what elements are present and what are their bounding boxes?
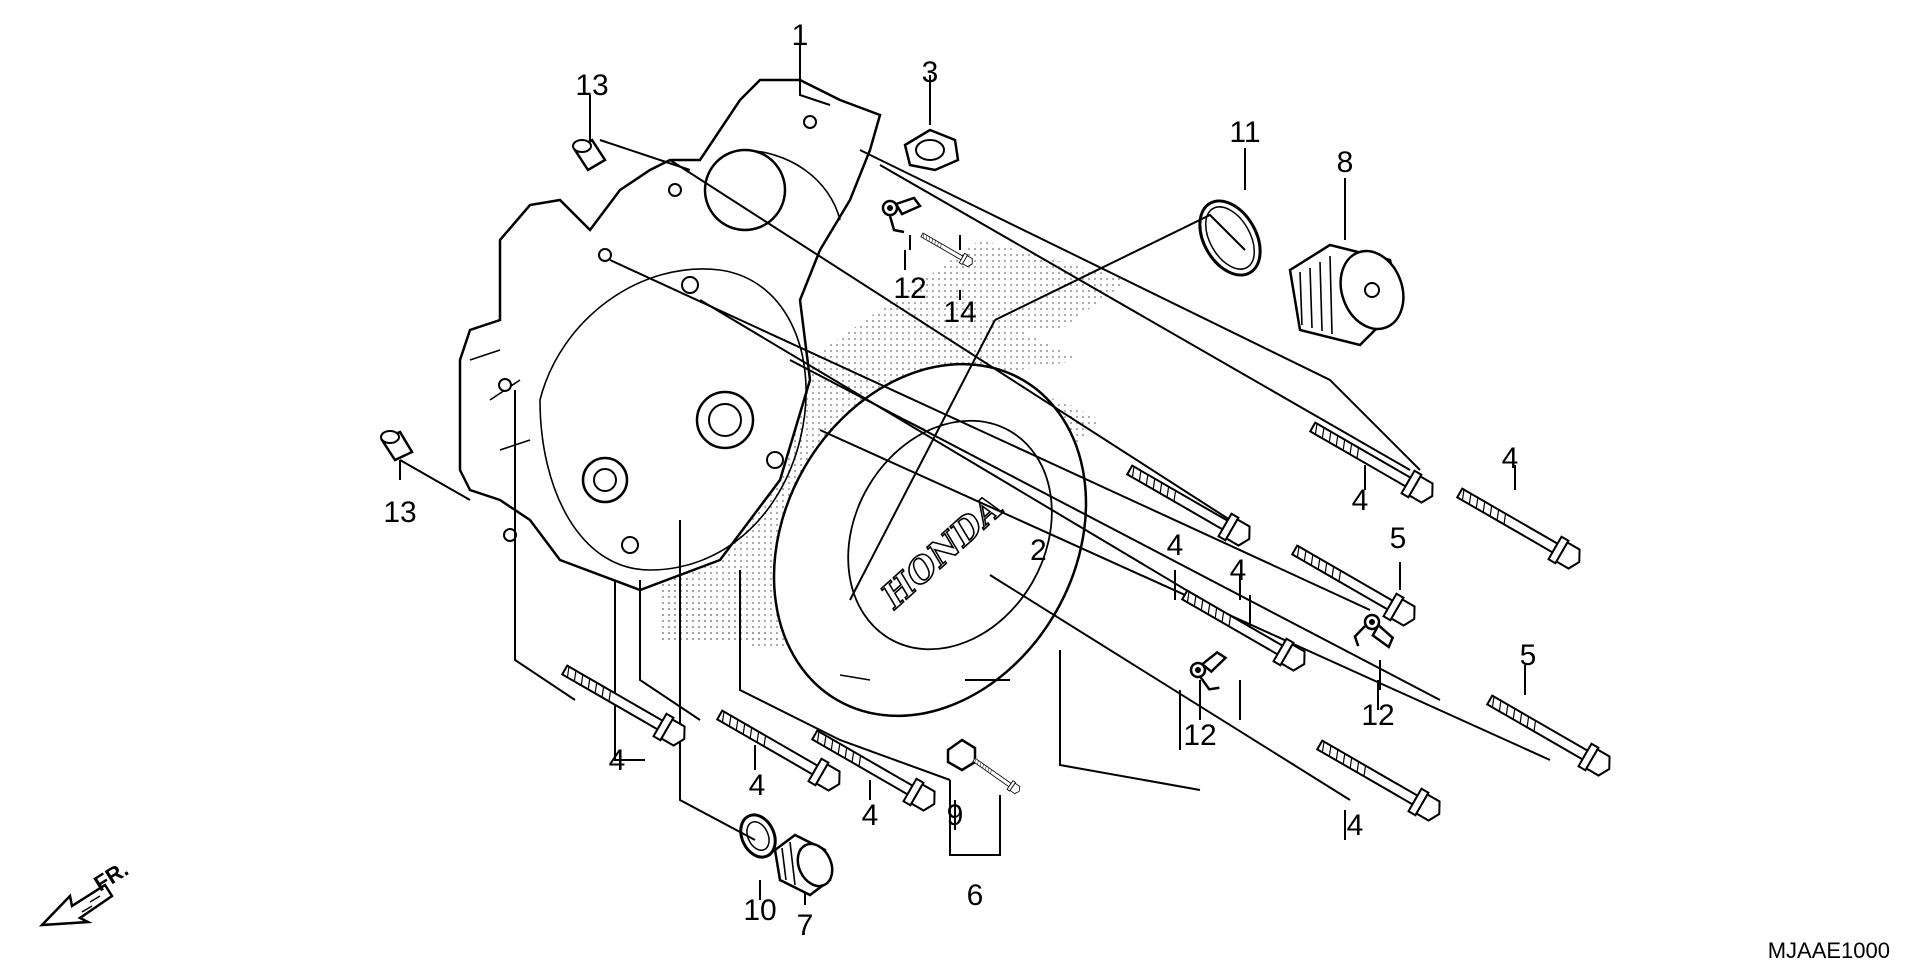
callout-4-h: 4	[862, 799, 879, 832]
callout-4-g: 4	[749, 769, 766, 802]
plug-8	[1288, 243, 1405, 347]
o-ring-10	[739, 813, 777, 859]
dowel-pin-13-left	[380, 430, 414, 462]
callout-4-a: 4	[1352, 484, 1369, 517]
callout-12-a: 12	[893, 272, 926, 305]
callout-4-e: 4	[1347, 809, 1364, 842]
front-direction-arrow: FR.	[38, 856, 133, 927]
callout-labels: 1 2 3 4 4 4 4 4 4 4 4 5 5 6 7 8 9 10 11 …	[383, 19, 1536, 942]
callout-9: 9	[947, 799, 964, 832]
callout-13-a: 13	[575, 69, 608, 102]
callout-12-c: 12	[1361, 699, 1394, 732]
callout-12-b: 12	[1183, 719, 1216, 752]
callout-13-b: 13	[383, 496, 416, 529]
outer-cover: HONDA	[772, 362, 1088, 718]
callout-11: 11	[1229, 116, 1260, 149]
leader-lines	[399, 45, 1551, 905]
o-ring-11	[1198, 199, 1262, 277]
callout-5-b: 5	[1520, 639, 1537, 672]
callout-3: 3	[922, 56, 939, 89]
grommet-3	[903, 128, 960, 172]
callout-8: 8	[1337, 146, 1354, 179]
callout-14: 14	[943, 296, 976, 329]
callout-4-c: 4	[1167, 529, 1184, 562]
callout-7: 7	[797, 909, 814, 942]
dowel-pin-13-top	[572, 138, 607, 172]
left-crankcase-cover	[458, 78, 882, 592]
callout-4-b: 4	[1502, 442, 1519, 475]
plug-7	[773, 833, 834, 897]
callout-6: 6	[967, 879, 984, 912]
callout-5-a: 5	[1390, 522, 1407, 555]
callout-10: 10	[743, 894, 776, 927]
callout-4-d: 4	[1230, 554, 1247, 587]
washer-9	[946, 738, 977, 772]
callout-4-f: 4	[609, 744, 626, 777]
bolt-6	[970, 755, 1023, 797]
callout-1: 1	[792, 19, 809, 52]
diagram-code: MJAAE1000	[1768, 938, 1890, 960]
callout-2: 2	[1030, 534, 1047, 567]
